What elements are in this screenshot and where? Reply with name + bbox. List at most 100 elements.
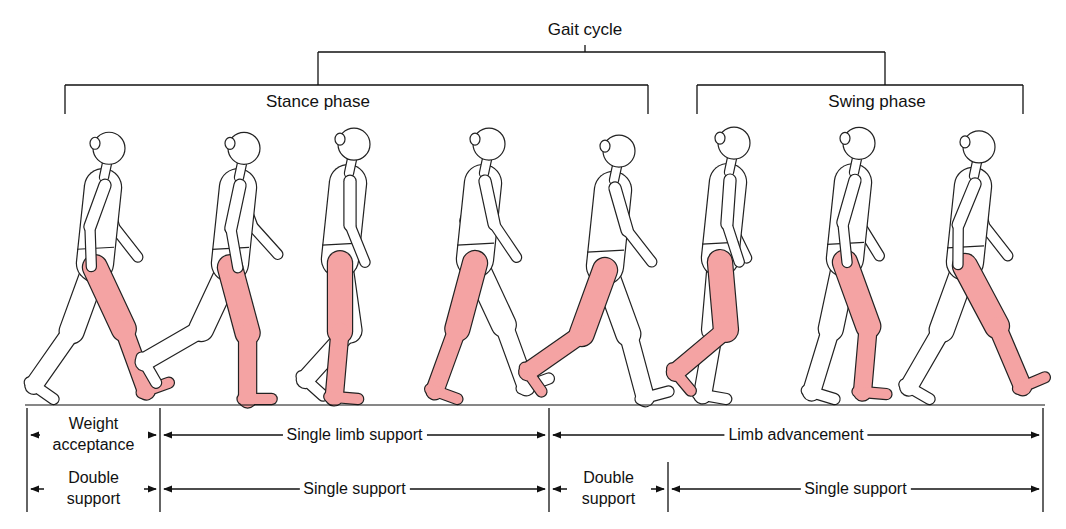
leg-fill	[340, 263, 349, 330]
bracket-line	[318, 51, 885, 52]
divider-line	[548, 408, 549, 512]
bracket-line	[697, 84, 1023, 85]
highlighted-leg-outline	[720, 262, 726, 330]
arm-outline	[627, 230, 652, 262]
highlighted-leg-fill	[334, 331, 340, 397]
walking-figure	[525, 135, 669, 399]
highlighted-leg-fill	[457, 263, 475, 329]
arm-outline	[727, 180, 730, 224]
arm-fill	[843, 180, 855, 222]
waist-line	[457, 243, 494, 245]
highlighted-leg-outline	[845, 262, 868, 326]
arm-outline	[615, 188, 627, 230]
arm	[615, 188, 652, 262]
torso-fill	[605, 190, 613, 266]
arm-outline	[494, 224, 516, 257]
arm-outline	[727, 224, 739, 262]
hair-bun	[335, 133, 345, 145]
highlighted-leg-fill	[845, 262, 868, 326]
bracket-line	[1022, 85, 1023, 114]
highlighted-leg-fill	[863, 326, 869, 392]
walking-figure	[302, 128, 370, 399]
period-label: Limb advancement	[724, 425, 867, 446]
bracket-line	[696, 85, 697, 114]
arm	[485, 181, 517, 257]
arm-fill	[627, 230, 652, 262]
arm-outline	[485, 181, 494, 224]
highlighted-leg-outline	[230, 267, 248, 333]
arm	[958, 184, 975, 265]
leg-fill	[812, 329, 831, 392]
support-label: Double support	[567, 468, 651, 510]
highlighted-leg-outline	[675, 330, 726, 372]
arm-outline	[843, 180, 855, 222]
arm-fill	[485, 181, 494, 224]
highlighted-leg	[845, 262, 886, 394]
highlighted-leg	[230, 267, 272, 399]
period-label: Single limb support	[282, 425, 426, 446]
highlighted-leg-outline	[582, 270, 605, 334]
highlighted-leg-fill	[435, 329, 458, 391]
leg-outline	[30, 382, 54, 399]
leg-fill	[641, 391, 669, 399]
divider-line	[1042, 408, 1043, 512]
timeline-dividers	[27, 408, 1043, 512]
arm	[231, 185, 240, 267]
highlighted-leg	[672, 262, 726, 391]
highlighted-leg	[525, 270, 605, 391]
ground-line	[25, 404, 1045, 405]
leg-outline	[144, 329, 201, 362]
arm-fill	[958, 184, 975, 225]
neck	[854, 158, 857, 172]
bracket-line	[584, 45, 585, 52]
arm	[90, 185, 105, 266]
neck-fill	[104, 163, 107, 177]
bracket-line	[884, 52, 885, 85]
neck	[974, 162, 977, 176]
arm-fill	[231, 228, 238, 267]
bracket-line	[65, 84, 648, 85]
highlighted-leg-outline	[997, 326, 1023, 387]
divider-line	[159, 408, 160, 512]
support-label: Single support	[800, 479, 910, 500]
highlighted-leg-fill	[525, 368, 542, 392]
walking-figure	[807, 127, 887, 399]
leg	[904, 266, 965, 399]
arm-fill	[90, 227, 91, 267]
divider-line	[26, 408, 27, 512]
arm-outline	[958, 184, 975, 225]
arm-fill	[615, 188, 627, 230]
highlighted-leg-fill	[675, 330, 726, 372]
neck-fill	[729, 158, 732, 172]
highlighted-leg-fill	[430, 389, 457, 399]
neck	[614, 166, 617, 180]
highlighted-leg-outline	[238, 333, 257, 399]
highlighted-leg-outline	[965, 266, 997, 326]
highlighted-leg-fill	[858, 392, 887, 395]
arm-outline	[343, 181, 356, 225]
leg	[30, 267, 95, 399]
highlighted-leg-outline	[457, 263, 475, 329]
waist-line	[587, 250, 624, 252]
hair-bun	[600, 140, 610, 152]
highlighted-leg-fill	[329, 396, 358, 399]
highlighted-leg-outline	[863, 326, 869, 392]
leg-fill	[628, 334, 645, 398]
leg	[605, 270, 669, 399]
period-label: Weight acceptance	[40, 414, 148, 456]
highlighted-leg	[965, 266, 1045, 389]
neck-outline	[974, 162, 977, 176]
arm	[350, 181, 365, 262]
divider-line	[667, 462, 668, 512]
leg-outline	[812, 329, 831, 392]
highlighted-leg-fill	[997, 326, 1023, 387]
leg-outline	[698, 394, 727, 399]
neck-outline	[854, 158, 857, 172]
arm-outline	[251, 225, 278, 255]
leg-fill	[142, 358, 157, 383]
highlighted-leg-outline	[528, 334, 582, 372]
leg-fill	[904, 385, 929, 400]
bracket	[65, 45, 1023, 114]
bracket-line	[317, 52, 318, 85]
